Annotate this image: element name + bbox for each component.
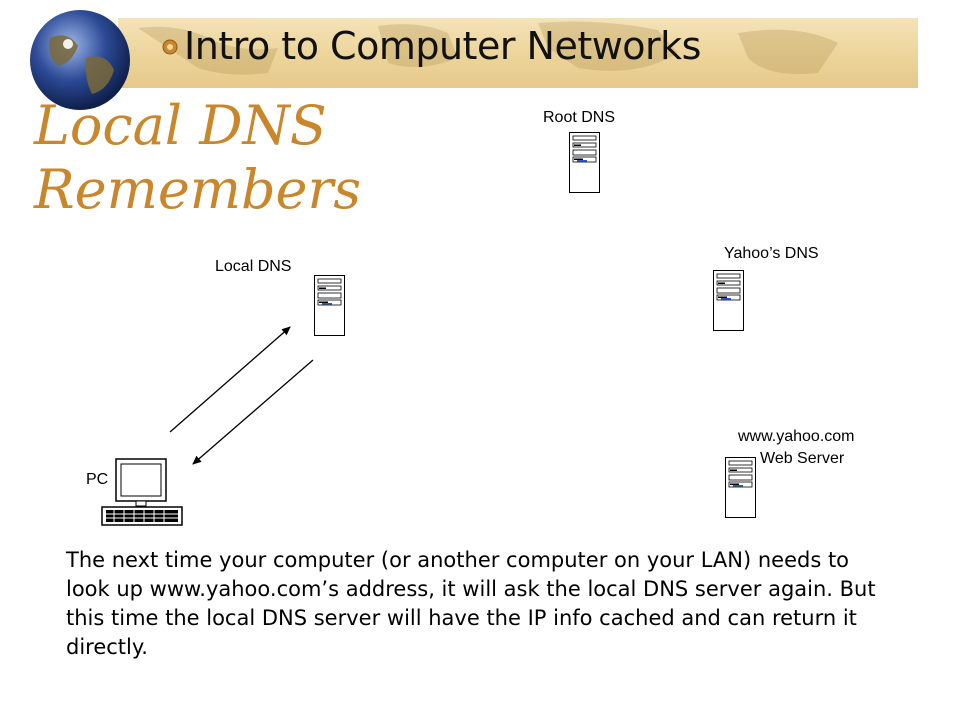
slide-title-line2: Remembers — [34, 158, 362, 221]
web-server-icon — [725, 457, 756, 518]
slide-title: Local DNS Remembers — [34, 94, 361, 222]
response-arrow-local-dns-to-pc — [192, 359, 314, 465]
local-dns-server-icon — [314, 275, 345, 336]
globe-icon — [30, 10, 130, 110]
root-dns-server-icon — [569, 132, 600, 193]
local-dns-label: Local DNS — [215, 258, 292, 275]
header-banner — [118, 18, 918, 88]
yahoo-dns-server-icon — [713, 270, 744, 331]
web-server-label-line2: Web Server — [760, 450, 845, 467]
pc-label: PC — [86, 471, 109, 488]
slide-title-line1: Local DNS — [34, 94, 327, 157]
world-map-background — [138, 21, 838, 75]
header-title: Intro to Computer Networks — [184, 24, 701, 68]
root-dns-label: Root DNS — [543, 109, 616, 126]
pc-icon — [101, 458, 183, 526]
yahoo-dns-label: Yahoo’s DNS — [724, 245, 819, 262]
bullet-icon — [162, 39, 178, 55]
web-server-label-line1: www.yahoo.com — [738, 428, 855, 445]
explanation-text: The next time your computer (or another … — [66, 548, 876, 659]
query-arrow-pc-to-local-dns — [169, 326, 291, 433]
